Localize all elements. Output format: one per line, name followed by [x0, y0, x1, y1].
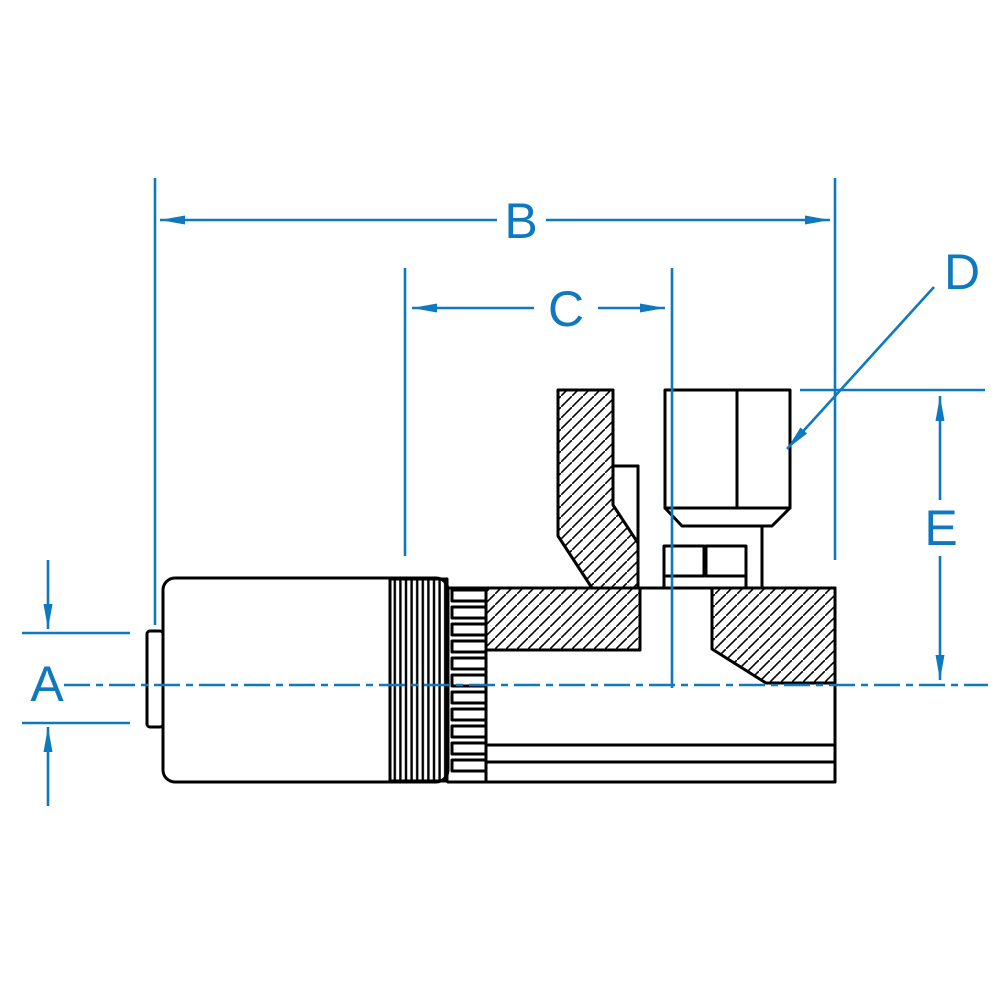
collar-facet-right [704, 544, 748, 578]
dimension-annotations: B C D E A [22, 178, 988, 806]
body-section-hatch-left [484, 586, 642, 652]
dimension-b: B [153, 178, 837, 625]
dimension-label-d: D [944, 244, 980, 300]
dimension-e: E [800, 388, 985, 680]
dimension-d: D [786, 244, 980, 450]
collar-facet-left [662, 544, 706, 578]
fitting-drawing [145, 388, 837, 784]
elbow-swivel-assembly [556, 388, 792, 590]
dimension-label-c: C [548, 281, 584, 337]
fitting-body [446, 586, 837, 784]
nut-chamfer [663, 506, 792, 528]
dimension-label-b: B [504, 193, 537, 249]
dimension-c: C [403, 268, 674, 688]
elbow-section-hatch [556, 388, 640, 590]
dimension-a: A [22, 560, 130, 806]
swivel-hex-nut [663, 388, 792, 510]
leader-line [786, 286, 935, 450]
dimension-label-e: E [924, 500, 957, 556]
dimension-label-a: A [30, 656, 64, 712]
knurl-band [388, 577, 449, 783]
body-section-hatch-right [710, 586, 837, 685]
hose-end-cap [145, 629, 165, 729]
serrated-collar [450, 588, 488, 773]
